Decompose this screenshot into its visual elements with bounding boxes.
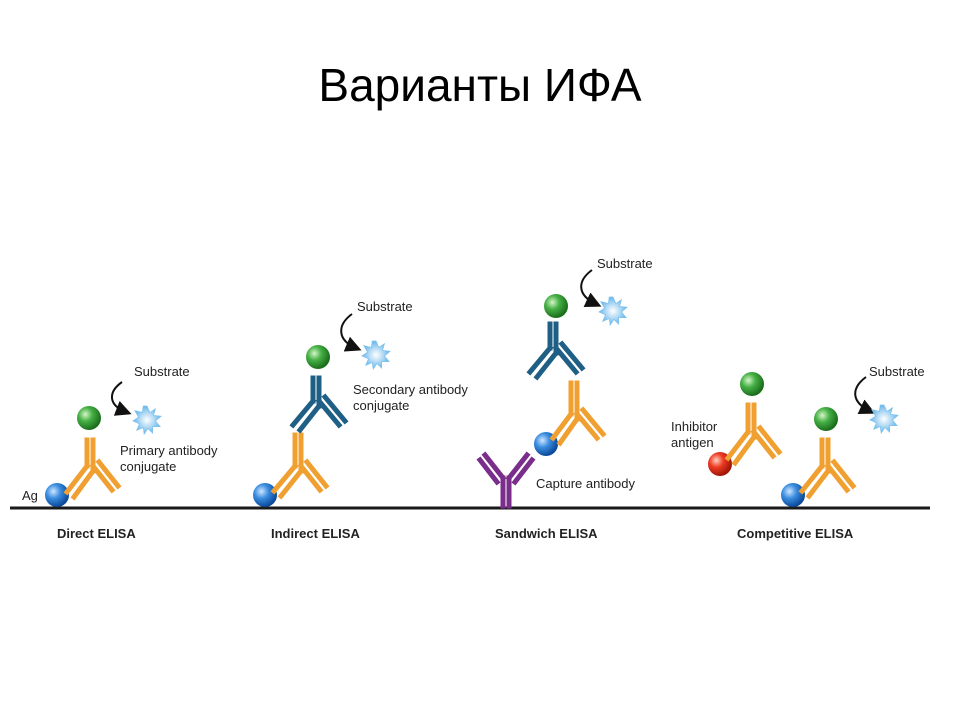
panel-caption-indirect: Indirect ELISA (271, 526, 360, 541)
reaction-arrow-icon (580, 269, 602, 307)
antigen-label-ag: Ag (22, 488, 38, 503)
substrate-icon (132, 405, 162, 435)
inhibitor-antigen-label: Inhibitor (671, 419, 718, 434)
direct-elisa-panel: Substrate Primary antibody conjugate Dir… (45, 364, 218, 541)
enzyme-icon (544, 294, 568, 318)
substrate-icon (869, 404, 899, 434)
antigen-icon (253, 483, 277, 507)
antigen-icon (45, 483, 69, 507)
substrate-label: Substrate (134, 364, 190, 379)
free-antibody-icon (724, 402, 783, 467)
secondary-antibody-icon (526, 321, 586, 381)
enzyme-icon (740, 372, 764, 396)
sandwich-elisa-panel: Substrate Capture antibody Sandwich ELIS… (476, 256, 653, 541)
reaction-arrow-icon (340, 313, 362, 352)
reaction-arrow-icon (111, 381, 132, 416)
indirect-elisa-panel: Substrate Secondary antibody conjugate I… (253, 299, 468, 541)
primary-antibody-icon (549, 380, 607, 447)
substrate-icon (598, 296, 628, 326)
primary-antibody-icon (270, 432, 330, 500)
capture-antibody-icon (476, 451, 536, 509)
primary-antibody-icon (63, 437, 122, 501)
substrate-icon (361, 340, 391, 370)
panel-caption-competitive: Competitive ELISA (737, 526, 854, 541)
enzyme-icon (814, 407, 838, 431)
inhibitor-antigen-label-2: antigen (671, 435, 714, 450)
secondary-antibody-label-2: conjugate (353, 398, 409, 413)
reaction-arrow-icon (854, 376, 876, 414)
enzyme-icon (306, 345, 330, 369)
panel-caption-direct: Direct ELISA (57, 526, 136, 541)
slide-title: Варианты ИФА (318, 59, 642, 111)
primary-antibody-label: Primary antibody (120, 443, 218, 458)
competitive-elisa-panel: Inhibitor antigen Substrate Competitive … (671, 364, 925, 541)
substrate-label: Substrate (597, 256, 653, 271)
primary-antibody-label-2: conjugate (120, 459, 176, 474)
substrate-label: Substrate (869, 364, 925, 379)
antigen-icon (781, 483, 805, 507)
panel-caption-sandwich: Sandwich ELISA (495, 526, 598, 541)
secondary-antibody-icon (289, 375, 349, 434)
primary-antibody-icon (798, 437, 857, 500)
secondary-antibody-label: Secondary antibody (353, 382, 468, 397)
substrate-label: Substrate (357, 299, 413, 314)
enzyme-icon (77, 406, 101, 430)
capture-antibody-label: Capture antibody (536, 476, 636, 491)
